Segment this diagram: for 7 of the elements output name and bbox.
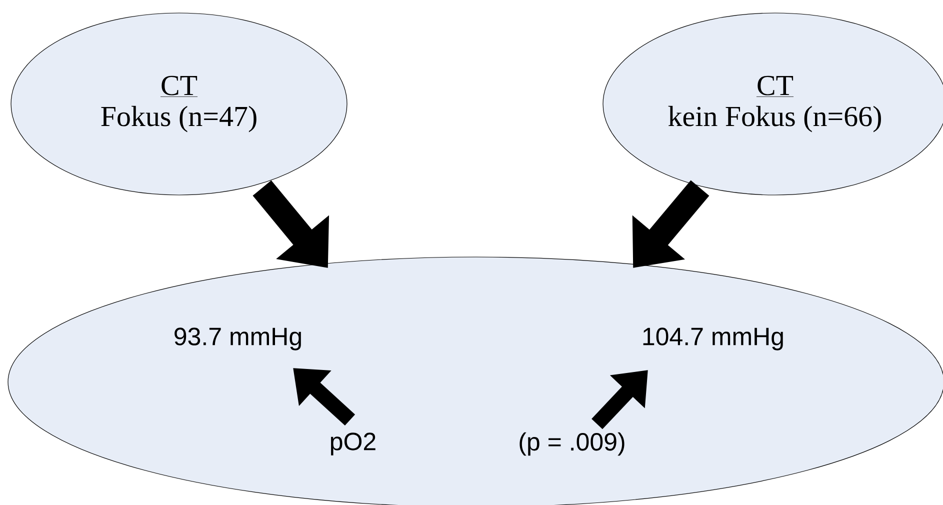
value-label: 104.7 mmHg: [643, 328, 783, 350]
value-label: pO2: [331, 432, 376, 456]
value-label: 93.7 mmHg: [174, 328, 301, 350]
ellipse-node: CT Fokus (n=47): [10, 12, 348, 196]
value-label: (p = .009): [520, 432, 624, 456]
ellipse-shape: [8, 256, 943, 505]
ellipse-node: CT kein Fokus (n=66): [602, 12, 943, 196]
